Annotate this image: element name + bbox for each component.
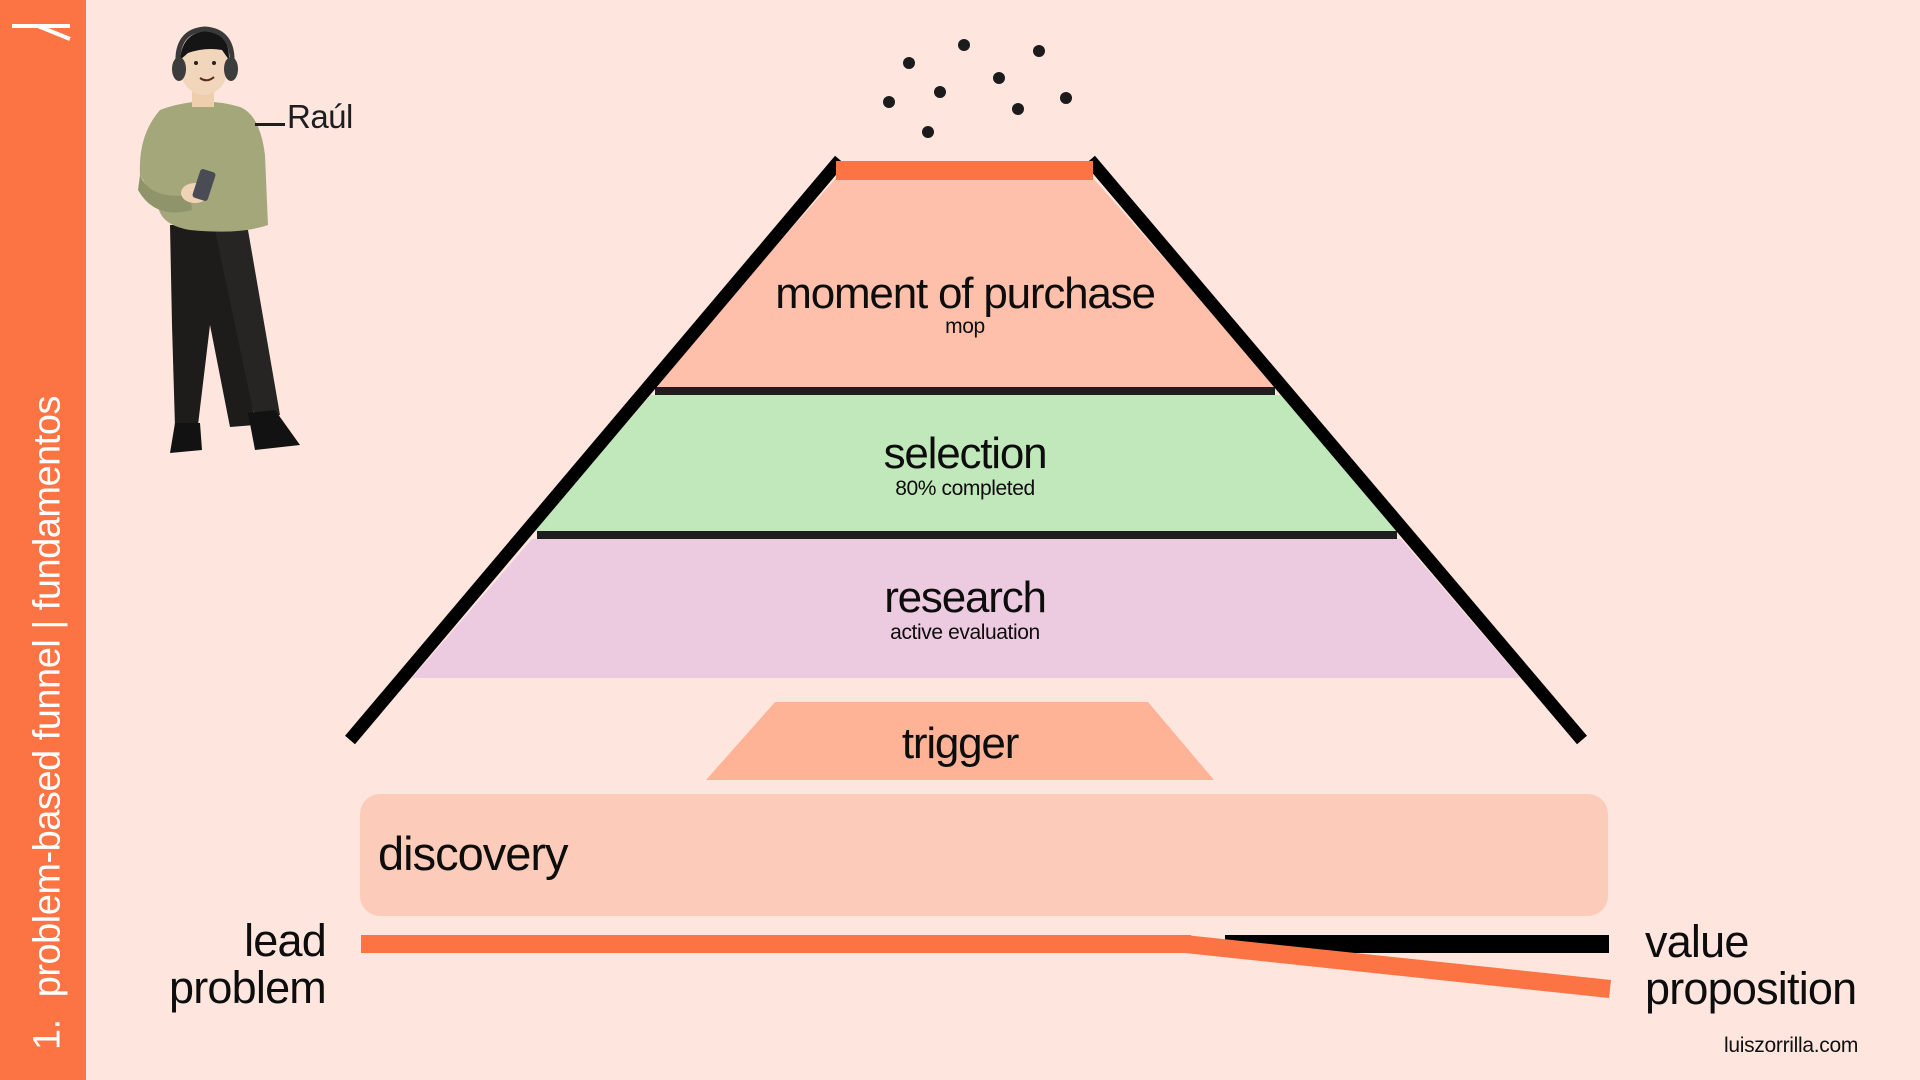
stage-title-trigger: trigger [901,719,1020,768]
entry-dots [883,39,1072,138]
funnel-right-edge [1085,155,1587,745]
stage-band-research [412,539,1520,678]
lead-problem-label: lead problem [169,915,327,1013]
persona-figure [138,26,300,453]
entry-dot [934,86,946,98]
stage-subtitle-mop: mop [945,315,985,338]
sidebar: 1.problem-based funnel | fundamentos [0,0,86,1080]
stage-title-discovery: discovery [378,827,569,880]
value-proposition-line [1225,935,1609,953]
funnel-left-edge [345,155,845,745]
persona-leader-line [255,123,285,126]
stage-title-selection: selection [883,429,1048,478]
stage-band-mop [651,178,1278,387]
lead-problem-line [361,935,1191,953]
entry-dot [922,126,934,138]
entry-dot [958,39,970,51]
stage-title-research: research [884,573,1047,622]
stage-subtitle-selection: 80% completed [895,477,1035,500]
value-proposition-label: value proposition [1645,916,1857,1014]
entry-dot [883,96,895,108]
stage-subtitle-research: active evaluation [890,621,1040,644]
lead-problem-diverging-line [1185,935,1611,998]
value-label-line1: value [1645,916,1749,967]
persona-name: Raúl [287,98,353,135]
stage-title-mop: moment of purchase [775,269,1156,318]
stage-divider [537,531,1397,539]
value-label-line2: proposition [1645,963,1857,1014]
stage-band-trigger [706,702,1214,780]
lead-label-line2: problem [169,962,327,1013]
entry-dot [1060,92,1072,104]
footer-url[interactable]: luiszorrilla.com [1724,1034,1859,1057]
funnel-top-bar [836,161,1093,180]
entry-dot [1033,45,1045,57]
entry-dot [903,57,915,69]
stage-band-selection [533,395,1400,531]
entry-dot [1012,103,1024,115]
entry-dot [993,72,1005,84]
stage-divider [655,387,1275,395]
lead-label-line1: lead [244,915,327,966]
collapse-arrow-icon[interactable] [12,22,72,52]
stage-band-discovery: discovery [360,794,1608,916]
